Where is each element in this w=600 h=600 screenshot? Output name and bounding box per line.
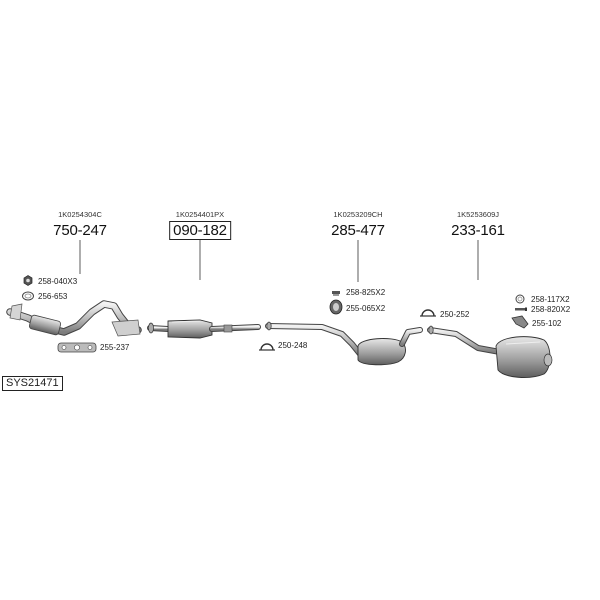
oe-number-label: 1K5253609J	[456, 210, 500, 219]
part-number-link-selected[interactable]: 090-182	[169, 221, 231, 240]
clamp-icon-250-252	[420, 309, 436, 317]
accessory-link[interactable]: 250-248	[278, 341, 308, 350]
oe-number-label: 1K0254304C	[58, 210, 102, 219]
system-id-label: SYS21471	[2, 376, 63, 391]
accessory-link[interactable]: 250-252	[440, 310, 470, 319]
gasket-ring-icon	[22, 291, 34, 301]
accessory-link[interactable]: 258-820X2	[531, 305, 571, 314]
oe-number-label: 1K0254401PX	[175, 210, 225, 219]
ring-icon	[515, 294, 525, 304]
hanger-bracket-icon	[511, 315, 529, 329]
mount-pin-icon	[332, 291, 340, 296]
leader-lines	[79, 240, 479, 282]
nut-icon	[23, 275, 33, 286]
accessory-link[interactable]: 255-065X2	[346, 304, 386, 313]
oe-number-label: 1K0253209CH	[333, 210, 383, 219]
bolt-icon	[515, 307, 527, 311]
accessory-link[interactable]: 256-653	[38, 292, 68, 301]
flange-gasket-icon	[57, 342, 97, 353]
clamp-icon-250-248	[259, 343, 275, 351]
part-number-link[interactable]: 285-477	[331, 222, 385, 239]
accessory-link[interactable]: 255-102	[532, 319, 562, 328]
part-number-link[interactable]: 233-161	[451, 222, 505, 239]
rubber-mount-icon	[329, 299, 343, 315]
front-pipe-750-247	[6, 300, 142, 337]
middle-silencer-285-477	[265, 321, 423, 366]
accessory-link[interactable]: 258-825X2	[346, 288, 386, 297]
part-number-link[interactable]: 750-247	[53, 222, 107, 239]
catalytic-converter-090-182	[147, 319, 261, 339]
rear-silencer-233-161	[427, 325, 553, 378]
accessory-link[interactable]: 258-040X3	[38, 277, 78, 286]
accessory-link[interactable]: 255-237	[100, 343, 130, 352]
accessory-link[interactable]: 258-117X2	[531, 295, 570, 304]
